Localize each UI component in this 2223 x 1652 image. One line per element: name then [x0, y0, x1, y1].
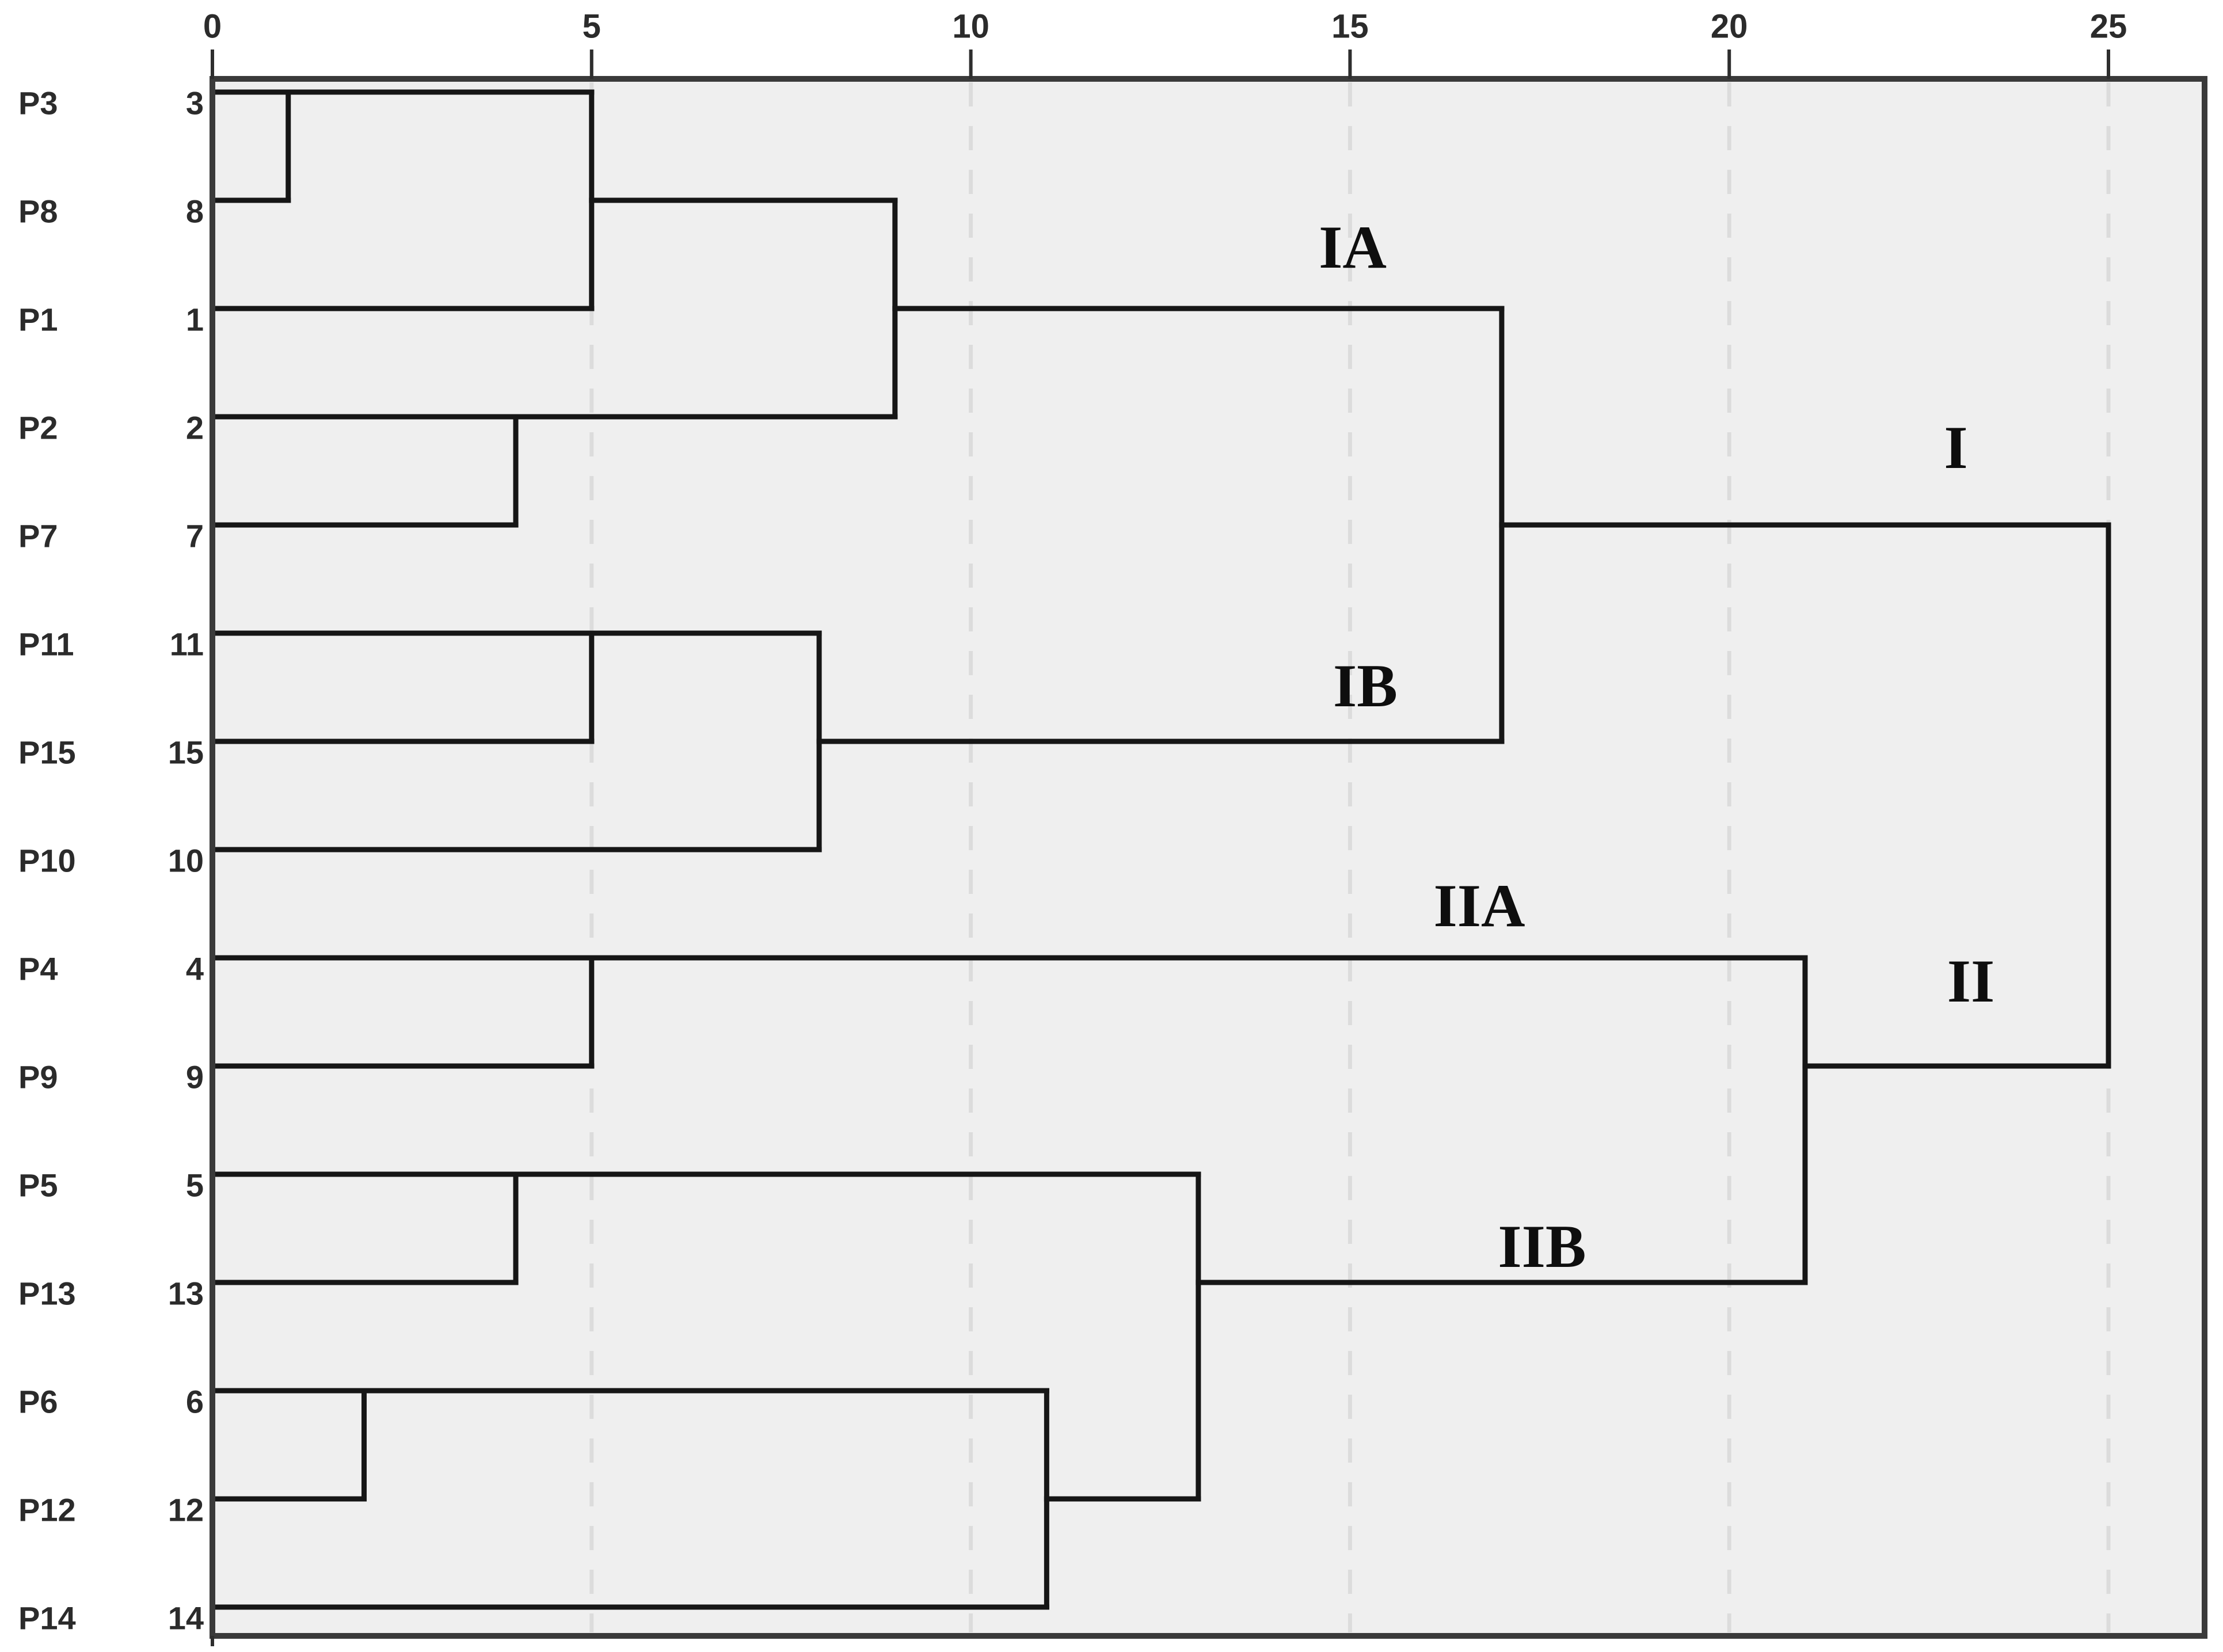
case-number-P13: 13 — [168, 1275, 204, 1312]
axis-tick-label-20: 20 — [1710, 7, 1748, 45]
leaf-label-P6: P6 — [18, 1383, 58, 1420]
leaf-label-P9: P9 — [18, 1059, 58, 1095]
plot-border — [210, 76, 2207, 1639]
axis-tick-label-15: 15 — [1331, 7, 1369, 45]
case-number-P1: 1 — [185, 301, 204, 338]
leaf-label-P7: P7 — [18, 517, 58, 554]
leaf-label-P2: P2 — [18, 409, 58, 446]
case-number-P3: 3 — [185, 85, 204, 121]
cluster-label-IIB: IIB — [1498, 1213, 1586, 1280]
axis-tick-label-10: 10 — [952, 7, 989, 45]
case-number-P15: 15 — [168, 734, 204, 771]
cluster-label-I: I — [1944, 414, 1968, 481]
case-number-P11: 11 — [169, 626, 204, 663]
cluster-label-IA: IA — [1319, 214, 1387, 281]
axis-tick-label-25: 25 — [2089, 7, 2127, 45]
case-number-P2: 2 — [185, 409, 204, 446]
leaf-label-P1: P1 — [18, 301, 58, 338]
plot-area — [212, 79, 2205, 1636]
axis-tick-label-5: 5 — [582, 7, 601, 45]
case-number-P12: 12 — [168, 1491, 204, 1528]
leaf-label-P13: P13 — [18, 1275, 76, 1312]
leaf-label-P14: P14 — [18, 1600, 76, 1636]
cluster-label-IB: IB — [1333, 652, 1398, 720]
case-number-P14: 14 — [168, 1600, 204, 1636]
leaf-label-P3: P3 — [18, 85, 58, 121]
leaf-label-P8: P8 — [18, 193, 58, 230]
leaf-label-P4: P4 — [18, 950, 58, 987]
case-number-P7: 7 — [185, 517, 204, 554]
leaf-label-P10: P10 — [18, 842, 76, 879]
leaf-label-P12: P12 — [18, 1491, 76, 1528]
case-number-P9: 9 — [185, 1059, 204, 1095]
cluster-label-IIA: IIA — [1433, 872, 1525, 939]
axis-tick-label-0: 0 — [203, 7, 222, 45]
case-number-P4: 4 — [185, 950, 204, 987]
leaf-label-P11: P11 — [18, 626, 74, 663]
case-number-P6: 6 — [185, 1383, 204, 1420]
case-number-P5: 5 — [185, 1167, 204, 1204]
case-number-P8: 8 — [185, 193, 204, 230]
cluster-label-II: II — [1947, 947, 1995, 1015]
leaf-label-P5: P5 — [18, 1167, 58, 1204]
case-number-P10: 10 — [168, 842, 204, 879]
leaf-label-P15: P15 — [18, 734, 76, 771]
